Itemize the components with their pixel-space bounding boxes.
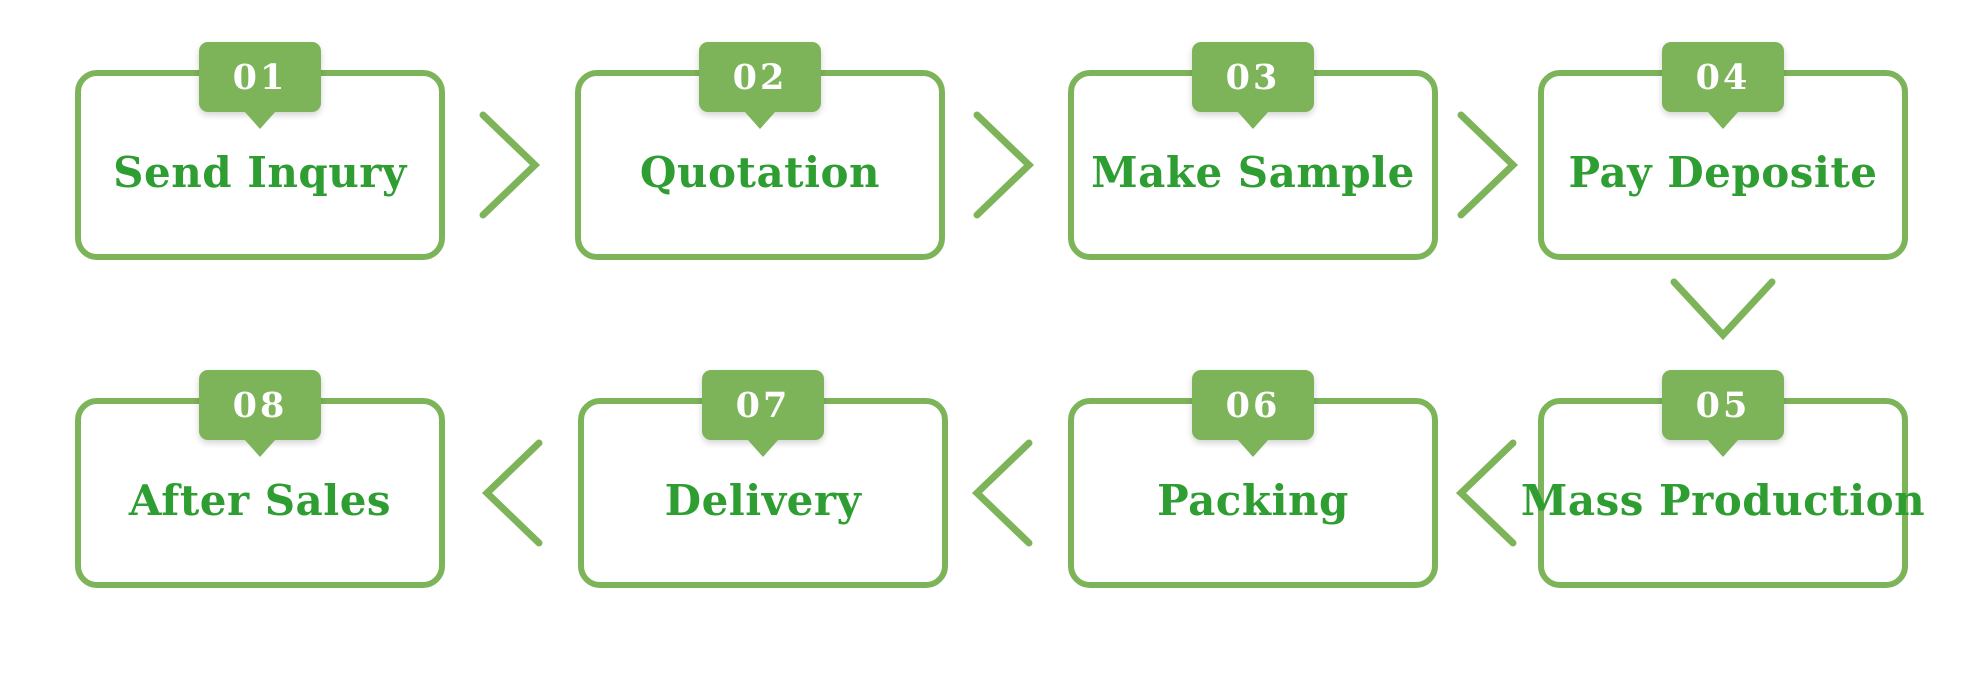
step-number: 07 [735,384,791,426]
step-packing: 06 Packing [1068,370,1438,588]
step-number-badge: 04 [1662,42,1784,112]
step-number-badge: 03 [1192,42,1314,112]
step-send-inqury: 01 Send Inqury [75,42,445,260]
step-label: After Sales [128,475,392,525]
step-quotation: 02 Quotation [575,42,945,260]
step-number: 01 [232,56,288,98]
chevron-right-icon [973,111,1035,219]
step-after-sales: 08 After Sales [75,370,445,588]
step-mass-production: 05 Mass Production [1521,370,1925,588]
chevron-down-icon [1670,278,1776,341]
step-number-badge: 07 [702,370,824,440]
step-make-sample: 03 Make Sample [1068,42,1438,260]
step-number-badge: 02 [699,42,821,112]
step-label: Make Sample [1091,147,1415,197]
step-number-badge: 06 [1192,370,1314,440]
step-number: 06 [1225,384,1281,426]
chevron-right-icon [479,111,541,219]
step-delivery: 07 Delivery [578,370,948,588]
chevron-left-icon [971,439,1033,547]
step-number: 02 [732,56,788,98]
step-label: Mass Production [1520,475,1926,525]
step-number-badge: 08 [199,370,321,440]
step-label: Send Inqury [113,147,407,197]
step-label: Packing [1157,475,1349,525]
step-pay-deposite: 04 Pay Deposite [1538,42,1908,260]
step-number: 05 [1695,384,1751,426]
step-label: Pay Deposite [1568,147,1878,197]
step-label: Quotation [639,147,881,197]
chevron-left-icon [1455,439,1517,547]
step-number-badge: 05 [1662,370,1784,440]
step-number-badge: 01 [199,42,321,112]
chevron-left-icon [481,439,543,547]
step-number: 04 [1695,56,1751,98]
step-number: 08 [232,384,288,426]
step-label: Delivery [664,475,862,525]
chevron-right-icon [1457,111,1519,219]
step-number: 03 [1225,56,1281,98]
